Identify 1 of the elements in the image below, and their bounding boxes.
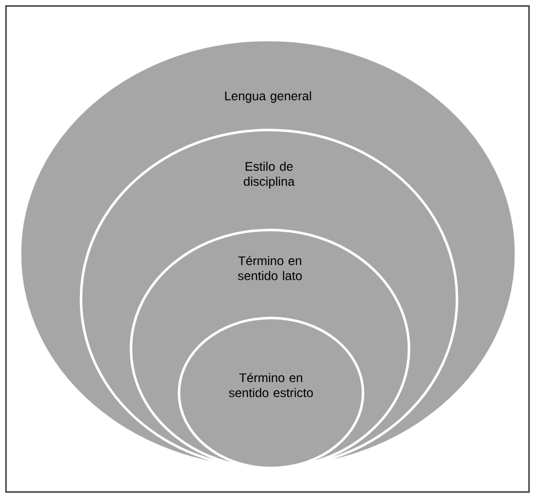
node-label: Término en sentido estricto	[228, 372, 313, 398]
